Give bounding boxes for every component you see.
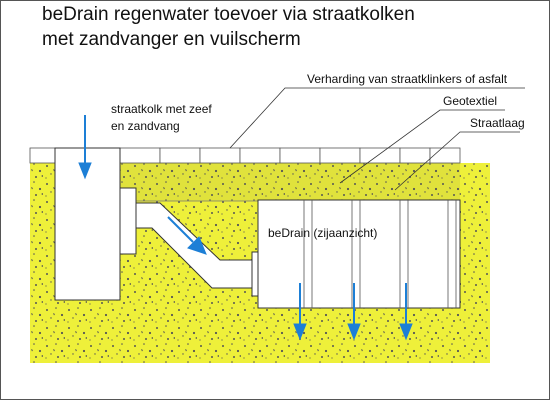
pavement-label: Verharding van straatklinkers of asfalt: [307, 72, 508, 86]
leader-pavement: [229, 87, 525, 149]
leader-street-layer: [394, 131, 520, 191]
leader-geotextile: [339, 109, 505, 184]
arrow-through-pipe: [167, 216, 207, 255]
arrow-infiltration-3: [399, 283, 413, 341]
street-layer-label: Straatlaag: [470, 116, 525, 130]
gully-outlet-collar: [119, 187, 137, 255]
bedrain-internal-walls: [303, 200, 457, 308]
leader-lines: [229, 87, 525, 191]
geotextile-label: Geotextiel: [443, 94, 497, 108]
bedrain-block: [257, 199, 461, 309]
street-layer-texture: [120, 163, 460, 201]
gully-label-line1: straatkolk met zeef: [111, 102, 212, 116]
arrow-into-gully: [78, 115, 92, 180]
bedrain-label: beDrain (zijaanzicht): [268, 226, 377, 240]
arrow-infiltration-1: [293, 283, 307, 341]
flow-arrows: [78, 115, 413, 341]
diagram-title-line1: beDrain regenwater toevoer via straatkol…: [42, 4, 415, 25]
gully-label-line2: en zandvang: [111, 119, 180, 133]
arrow-infiltration-2: [347, 283, 361, 341]
diagram-title-line2: met zandvanger en vuilscherm: [42, 29, 301, 50]
